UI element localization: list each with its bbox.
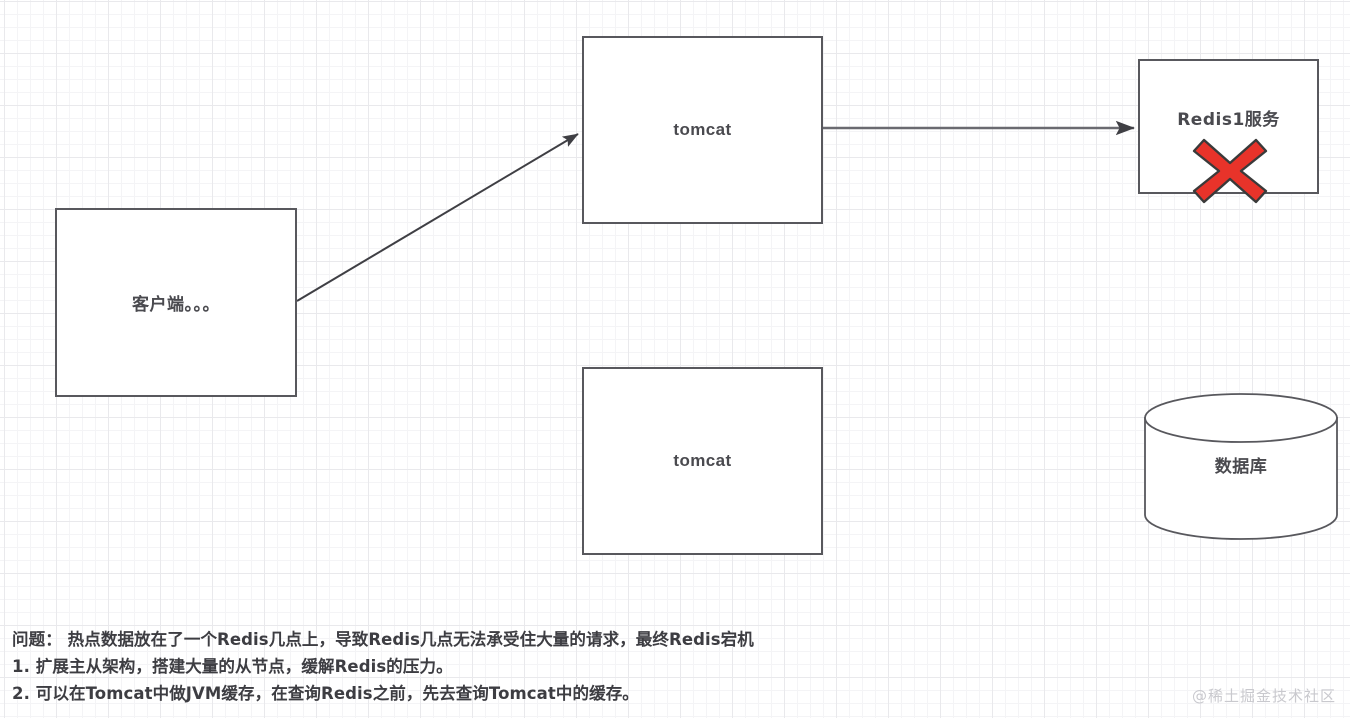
- node-client[interactable]: 客户端。。。: [55, 208, 297, 397]
- caption-line-solution-1: 1. 扩展主从架构，搭建大量的从节点，缓解Redis的压力。: [12, 657, 453, 676]
- node-redis-label: Redis1服务: [1177, 110, 1280, 130]
- caption-block: 问题： 热点数据放在了一个Redis几点上，导致Redis几点无法承受住大量的请…: [12, 626, 1112, 707]
- caption-line-problem: 问题： 热点数据放在了一个Redis几点上，导致Redis几点无法承受住大量的请…: [12, 630, 754, 649]
- node-tomcat-bottom-label: tomcat: [673, 451, 732, 470]
- edge-client-to-tomcat: [296, 133, 579, 302]
- node-tomcat-top[interactable]: tomcat: [582, 36, 823, 224]
- node-tomcat-top-label: tomcat: [673, 120, 732, 139]
- node-database[interactable]: 数据库: [1143, 392, 1339, 541]
- node-client-label: 客户端。。。: [132, 295, 220, 315]
- watermark: @稀土掘金技术社区: [1191, 687, 1336, 705]
- node-database-label: 数据库: [1214, 457, 1268, 477]
- red-x-cross-icon: [1190, 136, 1270, 206]
- node-tomcat-bottom[interactable]: tomcat: [582, 367, 823, 555]
- caption-line-solution-2: 2. 可以在Tomcat中做JVM缓存，在查询Redis之前，先去查询Tomca…: [12, 684, 639, 703]
